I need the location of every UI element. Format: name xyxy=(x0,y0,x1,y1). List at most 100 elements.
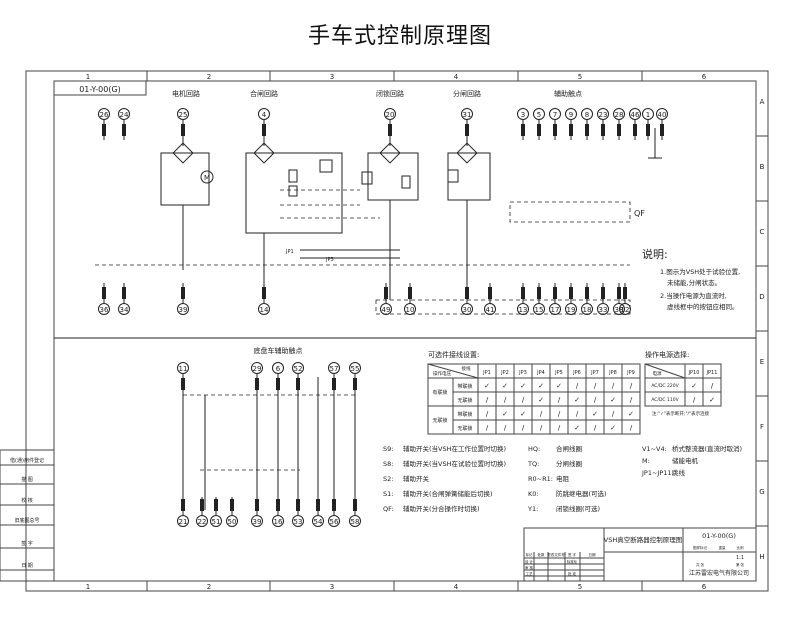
jumper-cell: ✓ xyxy=(502,410,508,418)
coil-tq xyxy=(447,169,459,183)
chassis-bottom-terminal-label: 22 xyxy=(198,518,207,526)
title-block-label: 设 计 xyxy=(525,559,534,564)
legend-desc: 辅助开关(合闸弹簧储能后切换) xyxy=(403,489,493,498)
chassis-bottom-terminal-label: 53 xyxy=(294,518,303,526)
chassis-bottom-terminal xyxy=(226,515,238,527)
notes-line-4: 虚线框中的按钮应相同。 xyxy=(667,302,739,311)
jumper-header-left: 接线 xyxy=(462,365,471,372)
terminal-plug xyxy=(601,124,605,136)
top-terminal xyxy=(384,108,396,120)
row-marker: F xyxy=(760,423,764,431)
top-terminal xyxy=(533,108,545,120)
bottom-terminal-label: 49 xyxy=(382,306,391,314)
label-trip-circuit: 分闸回路 xyxy=(453,89,481,98)
top-terminal xyxy=(118,108,130,120)
bottom-terminal-label: 17 xyxy=(551,306,560,314)
bottom-terminal-label: 38 xyxy=(615,306,624,314)
top-terminal-label: 24 xyxy=(120,111,129,119)
power-cell: / xyxy=(711,382,714,390)
bottom-terminal-label: 34 xyxy=(120,306,129,314)
motor-m xyxy=(200,170,214,184)
jumper-cell: / xyxy=(630,424,633,432)
jumper-cell: / xyxy=(504,396,507,404)
terminal-plug xyxy=(601,287,605,299)
legend-code: QF: xyxy=(383,505,394,513)
jumper-cell: / xyxy=(540,424,543,432)
jumper-column-header: JP3 xyxy=(518,370,527,376)
jumper-column-header: JP5 xyxy=(554,370,563,376)
legend-desc: 辅助开关(当VSH在工作位置时切换) xyxy=(403,444,506,453)
notes-heading: 说明: xyxy=(642,247,668,261)
jumper-row-sub: 带联锁 xyxy=(457,383,472,390)
jumper-cell: ✓ xyxy=(502,382,508,390)
column-marker: 6 xyxy=(702,73,707,81)
jumper-cell: / xyxy=(594,382,597,390)
outer-frame xyxy=(25,70,769,592)
title-block-label: 处数 xyxy=(538,552,546,557)
bottom-terminal xyxy=(581,303,593,315)
coil-y1 xyxy=(361,171,373,185)
side-stamp-label: 签 字 xyxy=(21,540,33,547)
jumper-cell: / xyxy=(522,424,525,432)
column-marker: 3 xyxy=(330,583,334,591)
legend-code: M: xyxy=(642,457,650,465)
jumper-cell: / xyxy=(486,410,489,418)
jumper-cell: ✓ xyxy=(628,410,634,418)
column-marker: 6 xyxy=(702,583,707,591)
top-terminal-label: 20 xyxy=(386,111,395,119)
top-terminal-label: 1 xyxy=(646,111,650,119)
title-block-scale: 1:1 xyxy=(736,555,744,561)
column-marker: 4 xyxy=(454,73,459,81)
jumper-cell: ✓ xyxy=(538,382,544,390)
chassis-top-terminal xyxy=(292,362,304,374)
legend-desc: 分闸线圈 xyxy=(556,459,582,468)
svg-text:M: M xyxy=(204,174,210,182)
title-block-label: 签 字 xyxy=(568,552,577,557)
bottom-terminal-label: 14 xyxy=(260,306,269,314)
jumper-cell: ✓ xyxy=(574,396,580,404)
row-marker: A xyxy=(760,98,765,106)
top-terminal xyxy=(177,108,189,120)
top-terminal-label: 9 xyxy=(569,111,573,119)
jumper-header-left: 操作电压 xyxy=(433,370,451,377)
legend-desc: 跳线 xyxy=(672,468,686,477)
chassis-top-terminal xyxy=(272,362,284,374)
chassis-bottom-terminal xyxy=(251,515,263,527)
legend-desc: 储能电机 xyxy=(672,456,699,465)
legend-code: S9: xyxy=(383,445,393,453)
terminal-plug xyxy=(102,124,106,136)
jumper-cell: / xyxy=(612,382,615,390)
power-cell: ✓ xyxy=(691,382,697,390)
bottom-terminal-label: 19 xyxy=(567,306,576,314)
power-cell: / xyxy=(693,396,696,404)
title-block-drawing-no: 01-Y-00(G) xyxy=(702,532,736,540)
jumper-cell: / xyxy=(576,382,579,390)
terminal-plug xyxy=(521,124,525,136)
title-block-label: 共 张 xyxy=(696,562,705,567)
rectifier-v2 xyxy=(253,142,275,164)
column-marker: 4 xyxy=(454,583,459,591)
legend-code: S2: xyxy=(383,475,393,483)
legend-code: S1: xyxy=(383,490,393,498)
bottom-terminal xyxy=(517,303,529,315)
svg-text:JP3: JP3 xyxy=(325,257,334,263)
side-stamp-label: 旧底图总号 xyxy=(14,517,39,524)
row-marker: D xyxy=(759,293,764,301)
bottom-terminal-label: 10 xyxy=(406,306,415,314)
terminal-plug xyxy=(537,124,541,136)
bottom-terminal-label: 18 xyxy=(583,306,592,314)
legend-left: S9:辅助开关(当VSH在工作位置时切换)S8:辅助开关(当VSH在试验位置时切… xyxy=(383,444,506,513)
top-terminal-label: 7 xyxy=(553,111,557,119)
terminal-plug xyxy=(585,124,589,136)
jumper-cell: ✓ xyxy=(592,410,598,418)
column-marker: 1 xyxy=(86,583,90,591)
label-opening-circuit: 合闸回路 xyxy=(250,89,278,98)
legend-desc: 辅助开关 xyxy=(403,474,430,483)
side-stamp-label: 校 核 xyxy=(21,497,33,504)
chassis-top-terminal xyxy=(251,362,263,374)
